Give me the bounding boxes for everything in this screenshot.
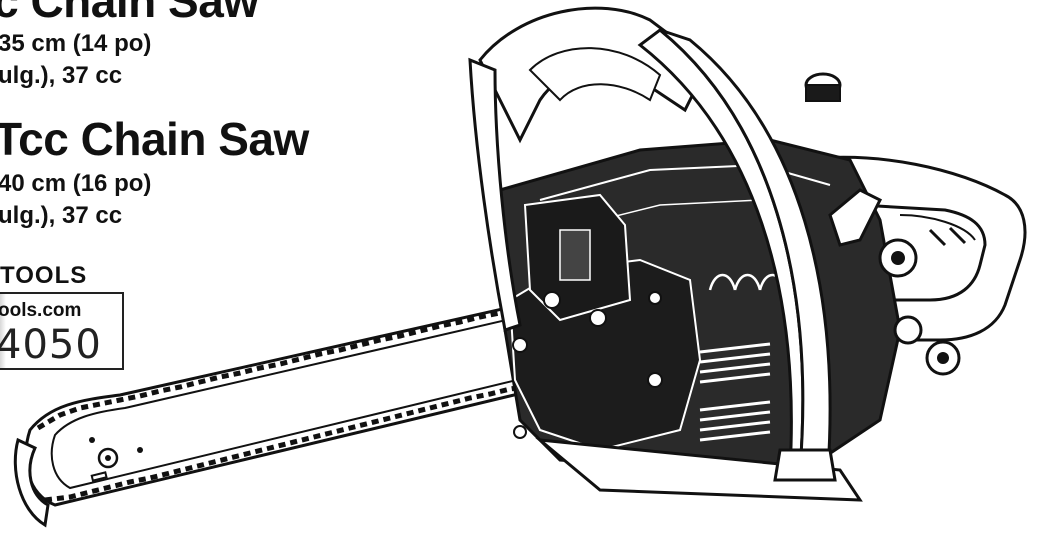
front-handle: [468, 6, 837, 482]
website-url: ools.com: [0, 300, 82, 321]
rear-handle: [796, 155, 1027, 342]
brand-name: TOOLS: [0, 262, 88, 289]
model-logo-box: ools.com 4050: [0, 292, 124, 370]
spec-14in-displacement: ulg.), 37 cc: [0, 62, 123, 89]
guide-bar: [13, 303, 537, 528]
spec-16in-displacement: ulg.), 37 cc: [0, 202, 123, 229]
spec-14in-length: 35 cm (14 po): [0, 30, 152, 57]
spec-16in-length: 40 cm (16 po): [0, 170, 152, 197]
model-number: 4050: [0, 322, 102, 368]
logo-gradient: [0, 294, 6, 368]
page-title-14in: cc Chain Saw: [0, 0, 259, 27]
page-title-16in: Tcc Chain Saw: [0, 113, 309, 165]
